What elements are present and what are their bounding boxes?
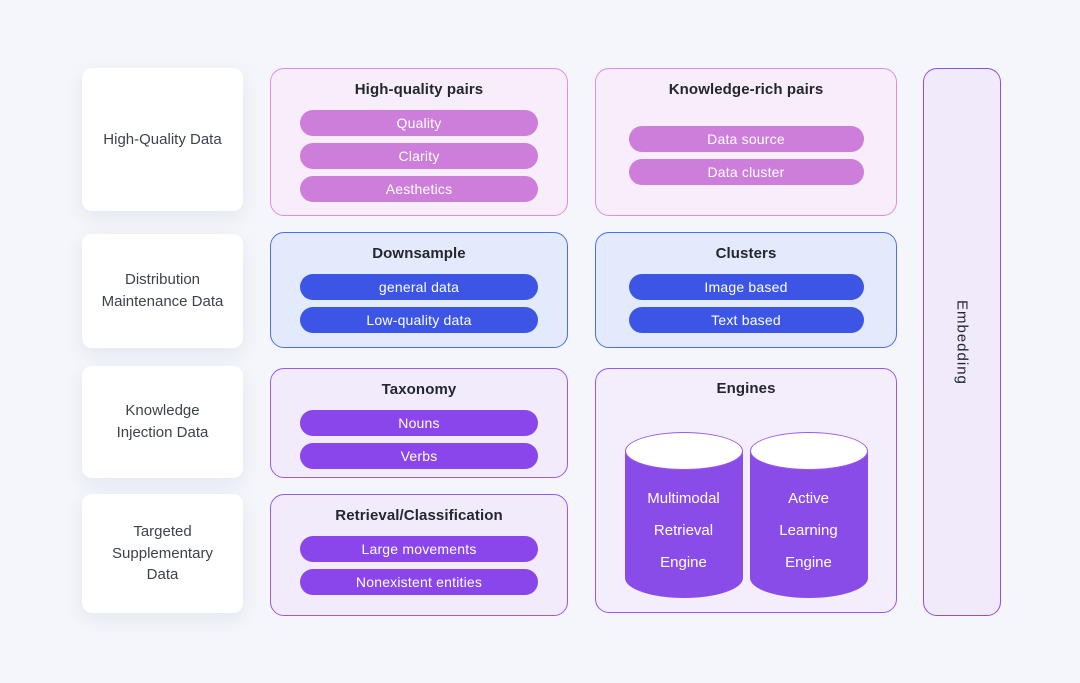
cylinder-body [624, 451, 743, 598]
category-card-knowledge-injection-data: Knowledge Injection Data [82, 366, 243, 478]
pill-data-source: Data source [628, 126, 864, 152]
pill-low-quality-data: Low-quality data [300, 307, 538, 333]
cylinder-label-line: Active [788, 489, 829, 507]
group-title: Engines [716, 380, 776, 397]
cylinder-label-line: Learning [779, 521, 838, 539]
cylinder-label-line: Engine [785, 553, 832, 571]
group-knowledge-rich-pairs: Knowledge-rich pairs Data source Data cl… [595, 68, 897, 216]
embedding-bar: Embedding [923, 68, 1001, 616]
group-retrieval-classification: Retrieval/Classification Large movements… [270, 494, 568, 616]
cylinder-top-ellipse [624, 432, 743, 470]
cylinder-label: Multimodal Retrieval Engine [625, 472, 743, 588]
pill-data-cluster: Data cluster [628, 159, 864, 185]
cylinder-label-line: Retrieval [653, 521, 714, 539]
group-title: Clusters [715, 245, 777, 262]
category-card-high-quality-data: High-Quality Data [82, 68, 243, 211]
category-card-distribution-maintenance-data: Distribution Maintenance Data [82, 234, 243, 348]
pill-aesthetics: Aesthetics [300, 176, 538, 202]
cylinder-label: Active Learning Engine [750, 472, 868, 588]
pill-large-movements: Large movements [300, 536, 538, 562]
category-label: Targeted Supplementary Data [112, 522, 213, 584]
pill-image-based: Image based [628, 274, 864, 300]
cylinder-label-line: Engine [660, 553, 707, 571]
category-card-targeted-supplementary-data: Targeted Supplementary Data [82, 494, 243, 613]
group-title: Downsample [372, 245, 466, 262]
group-clusters: Clusters Image based Text based [595, 232, 897, 348]
category-label: High-Quality Data [103, 130, 222, 148]
pill-clarity: Clarity [300, 143, 538, 169]
embedding-label: Embedding [953, 299, 971, 385]
group-high-quality-pairs: High-quality pairs Quality Clarity Aesth… [270, 68, 568, 216]
group-title: High-quality pairs [354, 81, 484, 98]
group-engines: Engines Multimodal Retrieval Engine Acti… [595, 368, 897, 613]
group-title: Retrieval/Classification [335, 507, 503, 524]
pill-text-based: Text based [628, 307, 864, 333]
cylinder-active-learning-engine: Active Learning Engine [749, 432, 868, 598]
cylinder-label-line: Multimodal [647, 489, 720, 507]
group-downsample: Downsample general data Low-quality data [270, 232, 568, 348]
pill-verbs: Verbs [300, 443, 538, 469]
cylinder-top-ellipse [749, 432, 868, 470]
pill-nonexistent-entities: Nonexistent entities [300, 569, 538, 595]
pill-nouns: Nouns [300, 410, 538, 436]
category-label: Distribution Maintenance Data [101, 271, 224, 310]
group-title: Knowledge-rich pairs [668, 81, 824, 98]
pill-quality: Quality [300, 110, 538, 136]
group-taxonomy: Taxonomy Nouns Verbs [270, 368, 568, 478]
engine-cylinders: Multimodal Retrieval Engine Active Learn… [624, 432, 868, 598]
cylinder-body [749, 451, 868, 598]
category-label: Knowledge Injection Data [116, 402, 209, 441]
cylinder-multimodal-retrieval-engine: Multimodal Retrieval Engine [624, 432, 743, 598]
group-title: Taxonomy [381, 381, 457, 398]
pill-general-data: general data [300, 274, 538, 300]
